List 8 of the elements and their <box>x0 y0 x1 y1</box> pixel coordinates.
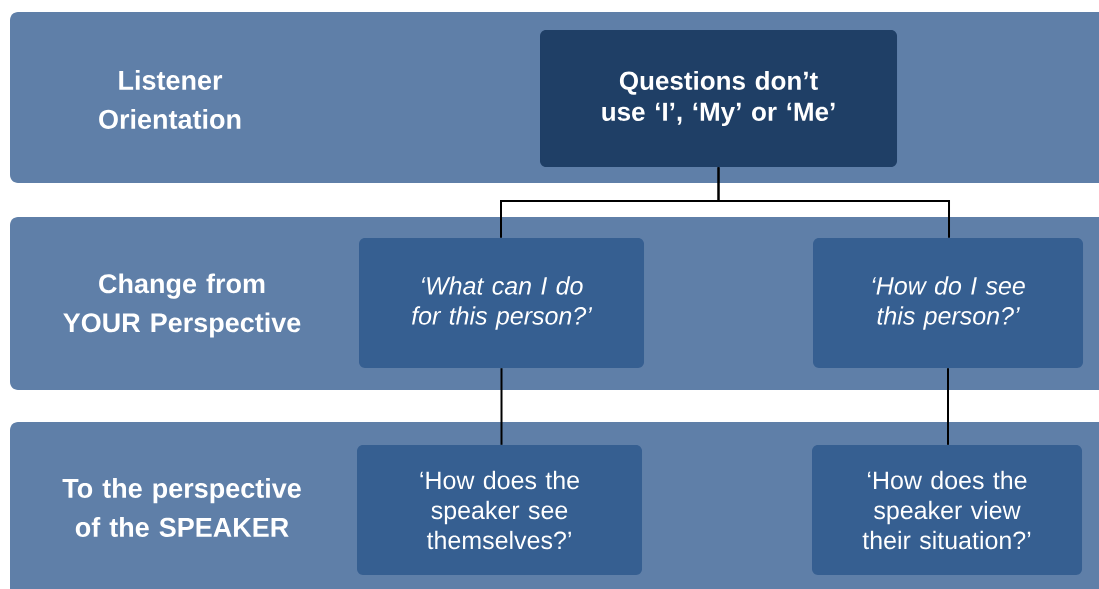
connector-line <box>717 166 950 239</box>
text-box: Questions don’t use ‘I’, ‘My’ or ‘Me’ <box>540 30 897 167</box>
text-box: ‘How does the speaker see themselves?’ <box>357 445 642 575</box>
text-box: ‘What can I do for this person?’ <box>359 238 644 368</box>
text-box: ‘How do I see this person?’ <box>813 238 1083 368</box>
connector-line <box>500 367 503 446</box>
text-box: ‘How does the speaker view their situation?’ <box>812 445 1082 575</box>
connector-line <box>947 367 949 446</box>
